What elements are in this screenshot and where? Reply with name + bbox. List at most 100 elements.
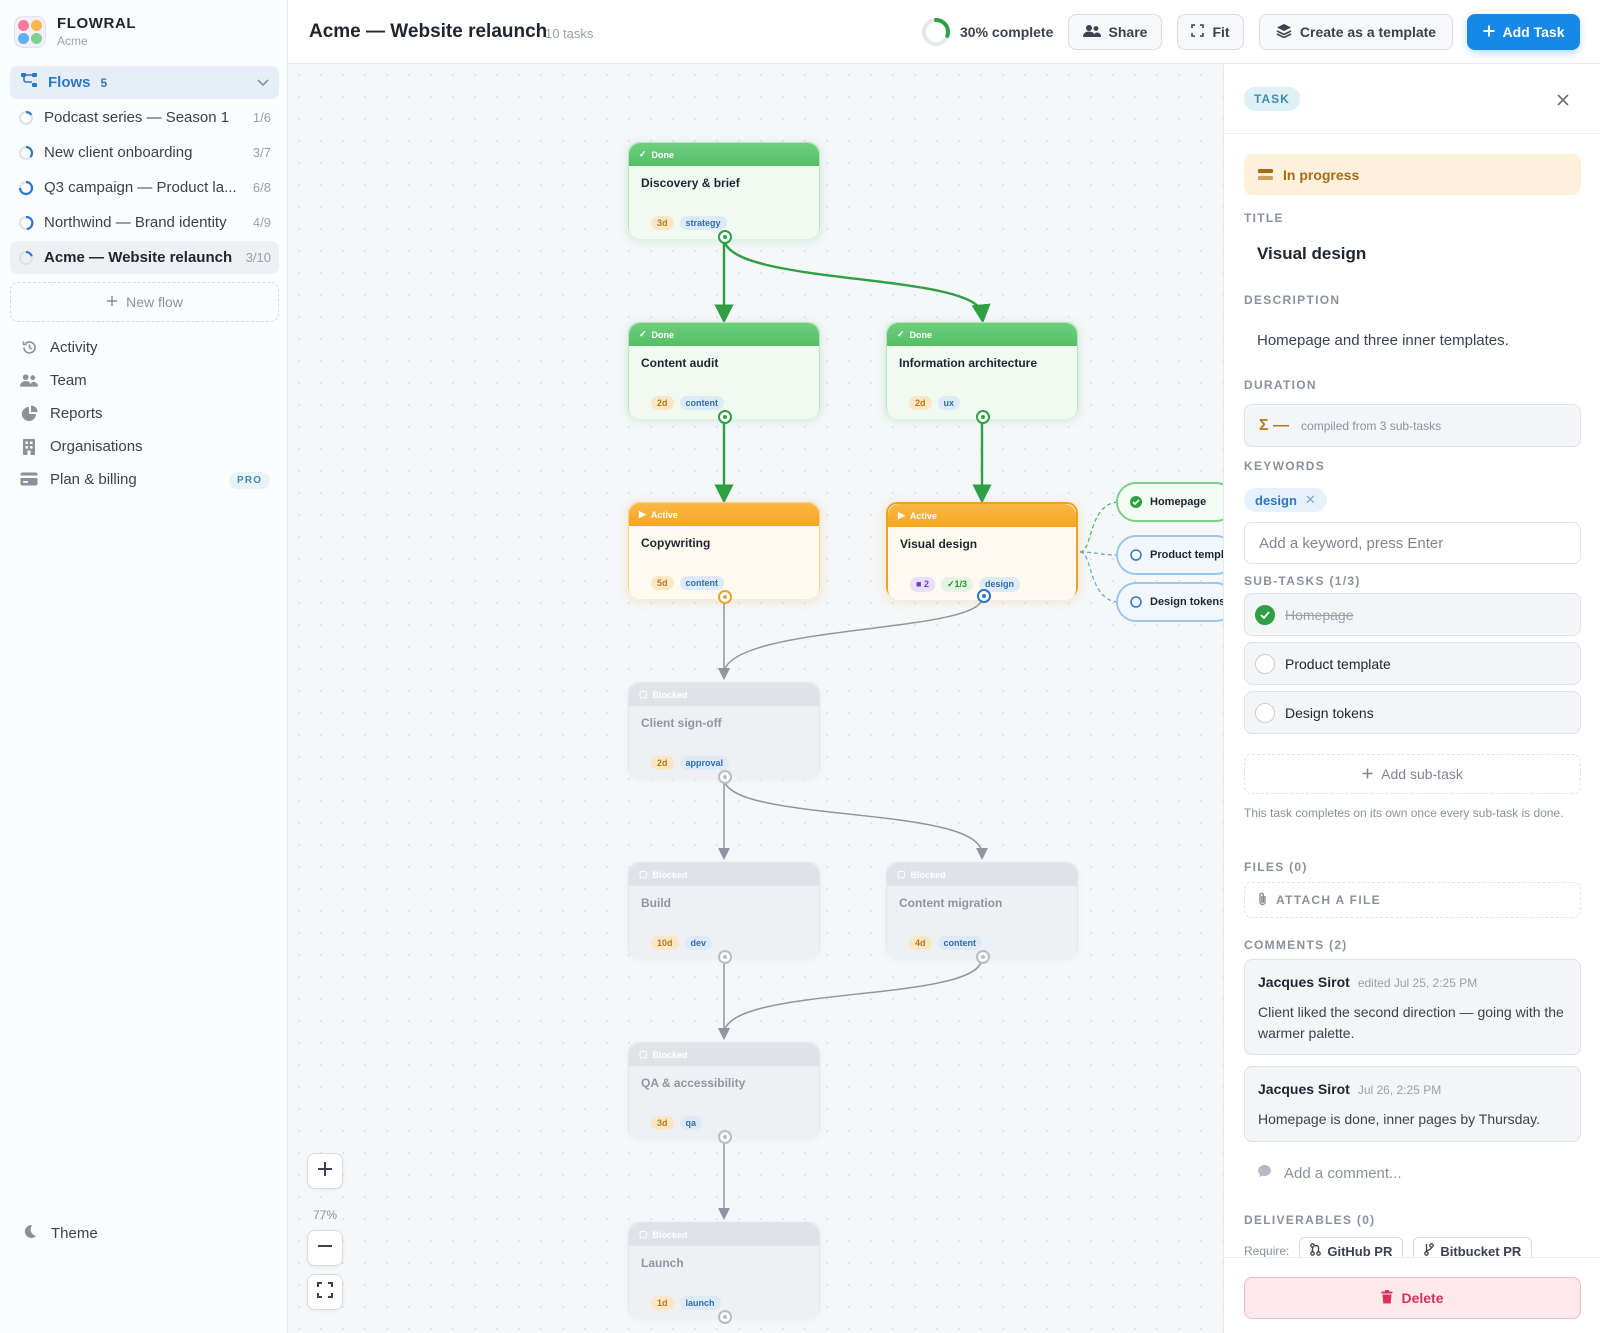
fullscreen-button[interactable] <box>307 1274 343 1310</box>
nav-label: Team <box>50 371 87 389</box>
node-output-port[interactable] <box>718 230 732 244</box>
progress-indicator: 30% complete <box>921 17 1053 47</box>
description-label: DESCRIPTION <box>1244 293 1341 307</box>
flow-name: Northwind — Brand identity <box>44 214 227 231</box>
delete-button[interactable]: Delete <box>1244 1277 1581 1319</box>
attach-file-button[interactable]: ATTACH A FILE <box>1244 882 1581 918</box>
node-duration: 10d <box>651 936 679 950</box>
close-icon[interactable] <box>1557 93 1569 111</box>
require-label: Require: <box>1244 1244 1290 1258</box>
task-node-selected[interactable]: ▶Active Visual design ■ 2 ✓1/3 design <box>886 502 1078 603</box>
flow-item[interactable]: Q3 campaign — Product la... 6/8 <box>10 171 279 204</box>
node-output-port[interactable] <box>718 950 732 964</box>
subtask-count: ✓1/3 <box>940 577 974 592</box>
node-output-port[interactable] <box>718 1310 732 1324</box>
task-detail-panel: TASK In progress TITLE Visual design DES… <box>1223 64 1600 1333</box>
team-icon <box>1082 24 1101 41</box>
subtask-row[interactable]: Design tokens <box>1244 691 1581 734</box>
create-template-button[interactable]: Create as a template <box>1259 14 1453 50</box>
flows-count: 5 <box>100 75 108 90</box>
add-comment-input[interactable]: Add a comment... <box>1257 1164 1402 1182</box>
plus-icon <box>1362 766 1373 782</box>
node-output-port[interactable] <box>976 950 990 964</box>
subtask-node[interactable]: Design tokens <box>1116 582 1223 622</box>
flows-section-toggle[interactable]: Flows 5 <box>10 66 279 99</box>
flow-item[interactable]: New client onboarding 3/7 <box>10 136 279 169</box>
node-title: QA & accessibility <box>641 1076 746 1090</box>
comment-text: Client liked the second direction — goin… <box>1258 1004 1564 1041</box>
status-selector[interactable]: In progress <box>1244 154 1581 195</box>
new-flow-label: New flow <box>126 294 183 310</box>
subtask-row[interactable]: Homepage <box>1244 593 1581 636</box>
node-output-port[interactable] <box>977 589 991 603</box>
history-icon <box>20 338 38 356</box>
node-output-port[interactable] <box>718 590 732 604</box>
lock-icon: ▢ <box>639 1049 648 1059</box>
nav-item-team[interactable]: Team <box>20 371 87 389</box>
keyword-input[interactable] <box>1244 522 1581 564</box>
node-status-bar: ▢Blocked <box>629 683 819 706</box>
subtask-node[interactable]: Homepage <box>1116 482 1223 522</box>
share-button[interactable]: Share <box>1068 14 1162 50</box>
remove-keyword-icon[interactable]: ✕ <box>1304 492 1316 507</box>
checkbox-icon[interactable] <box>1255 653 1275 674</box>
node-output-port[interactable] <box>976 410 990 424</box>
subtask-label: Product template <box>1285 655 1391 672</box>
new-flow-button[interactable]: New flow <box>10 282 279 322</box>
progress-ring-icon <box>18 110 34 125</box>
comment-text: Homepage is done, inner pages by Thursda… <box>1258 1111 1540 1127</box>
pro-badge: PRO <box>229 472 271 489</box>
zoom-out-button[interactable] <box>307 1230 343 1266</box>
trash-icon <box>1381 1289 1393 1307</box>
node-status: Active <box>650 509 678 520</box>
node-output-port[interactable] <box>718 770 732 784</box>
brand[interactable]: FLOWRAL Acme <box>14 15 136 48</box>
flow-item[interactable]: Podcast series — Season 1 1/6 <box>10 101 279 134</box>
subtask-node[interactable]: Product templat <box>1116 535 1223 575</box>
nav-item-reports[interactable]: Reports <box>20 404 103 422</box>
credit-card-icon <box>20 470 38 488</box>
team-icon <box>20 371 38 389</box>
fit-button[interactable]: Fit <box>1177 14 1244 50</box>
comment-time: Jul 26, 2:25 PM <box>1357 1083 1442 1097</box>
theme-toggle[interactable]: Theme <box>22 1224 98 1243</box>
keyword-text: design <box>1255 492 1297 508</box>
nav-item-plan-billing[interactable]: Plan & billing <box>20 470 137 488</box>
checkbox-icon[interactable] <box>1255 702 1275 723</box>
play-icon: ▶ <box>898 510 905 520</box>
subtask-row[interactable]: Product template <box>1244 642 1581 685</box>
keyword-chip: design ✕ <box>1244 488 1327 512</box>
task-description[interactable]: Homepage and three inner templates. <box>1257 332 1509 349</box>
add-task-button[interactable]: Add Task <box>1467 14 1580 50</box>
node-title: Content audit <box>641 356 719 370</box>
task-title[interactable]: Visual design <box>1257 244 1367 263</box>
flow-progress: 3/10 <box>245 250 271 265</box>
nav-item-activity[interactable]: Activity <box>20 338 98 356</box>
node-status: Done <box>651 329 675 340</box>
play-icon: ▶ <box>639 509 646 519</box>
comment-author: Jacques Sirot <box>1258 1081 1350 1097</box>
subtask-node-label: Product templat <box>1150 549 1223 561</box>
subtask-hint: This task completes on its own once ever… <box>1244 806 1564 820</box>
check-icon: ✓ <box>639 149 647 159</box>
lock-icon: ▢ <box>639 1229 648 1239</box>
node-output-port[interactable] <box>718 410 732 424</box>
nav-item-organisations[interactable]: Organisations <box>20 437 143 455</box>
plus-icon <box>1483 24 1495 40</box>
flow-item-active[interactable]: Acme — Website relaunch 3/10 <box>10 241 279 274</box>
add-subtask-button[interactable]: Add sub-task <box>1244 754 1581 794</box>
node-output-port[interactable] <box>718 1130 732 1144</box>
checkbox-checked-icon[interactable] <box>1255 604 1275 625</box>
flow-item[interactable]: Northwind — Brand identity 4/9 <box>10 206 279 239</box>
zoom-in-button[interactable] <box>307 1153 343 1189</box>
